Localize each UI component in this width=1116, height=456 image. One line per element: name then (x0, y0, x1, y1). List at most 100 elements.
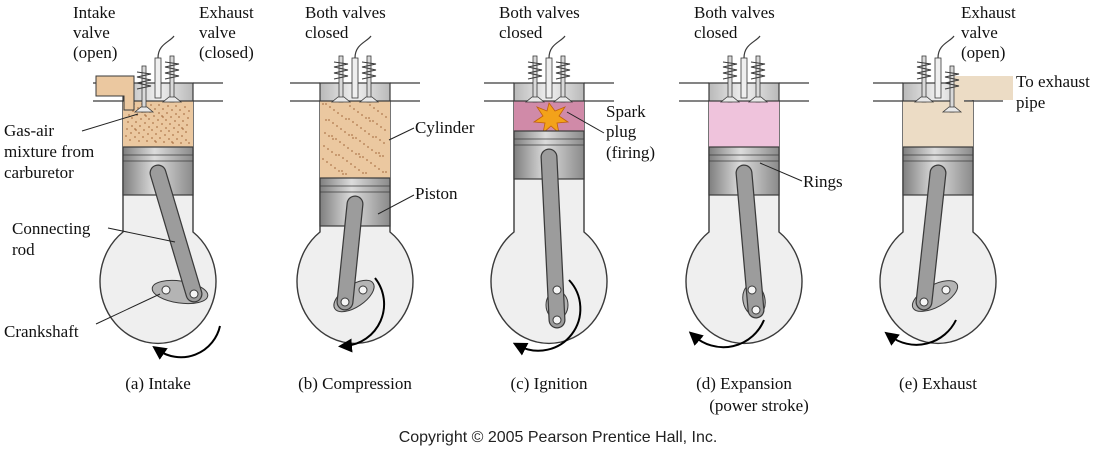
mixture-particle (166, 112, 168, 114)
mixture-particle (178, 124, 180, 126)
crankshaft-axis (358, 285, 368, 295)
mixture-particle (182, 120, 184, 122)
mixture-particle (332, 138, 334, 140)
annotations: Gas-air mixture from carburetor Connecti… (4, 72, 1090, 446)
crankshaft-axis (747, 285, 757, 295)
spark-plug-body (934, 57, 942, 99)
stage-header-line-3: (open) (961, 43, 1005, 62)
mixture-particle (156, 126, 158, 128)
stage-caption-line2: (power stroke) (709, 396, 809, 415)
mixture-particle (168, 138, 170, 140)
mixture-particle (185, 131, 187, 133)
mixture-particle (342, 173, 344, 175)
mixture-particle (378, 168, 380, 170)
mixture-particle (128, 114, 130, 116)
mixture-particle (161, 123, 163, 125)
label-connecting-rod-line1: Connecting (12, 219, 91, 238)
mixture-particle (140, 118, 142, 120)
mixture-particle (181, 127, 183, 129)
mixture-particle (134, 128, 136, 130)
rotation-arrow-path (152, 325, 221, 360)
valve-spring (333, 61, 349, 80)
mixture-particle (174, 120, 176, 122)
rotation-arrow-path (338, 277, 386, 353)
mixture-particle (165, 119, 167, 121)
stage-caption: (d) Expansion (696, 374, 792, 393)
crankshaft-axis (161, 285, 171, 295)
mixture-particle (146, 140, 148, 142)
mixture-particle (358, 169, 360, 171)
mixture-particle (154, 108, 156, 110)
spark-plug-wire (743, 35, 761, 59)
mixture-particle (364, 130, 366, 132)
label-cylinder: Cylinder (415, 118, 475, 137)
label-gas-air-line3: carburetor (4, 163, 74, 182)
crank-pin (340, 297, 350, 307)
stage-caption: (e) Exhaust (899, 374, 977, 393)
mixture-particle (179, 109, 181, 111)
mixture-particle (171, 141, 173, 143)
mixture-particle (360, 127, 362, 129)
mixture-particle (162, 108, 164, 110)
mixture-particle (368, 133, 370, 135)
label-spark-plug-line2: plug (606, 122, 637, 141)
connecting-rod (916, 165, 946, 310)
mixture-particle (382, 155, 384, 157)
mixture-particle (175, 105, 177, 107)
mixture-particle (132, 110, 134, 112)
mixture-particle (152, 122, 154, 124)
exhaust-valve (552, 55, 574, 103)
mixture-particle (168, 130, 170, 132)
mixture-particle (126, 128, 128, 130)
valve-spring (722, 61, 738, 80)
mixture-particle (188, 142, 190, 144)
mixture-particle (165, 127, 167, 129)
exhaust-valve (358, 55, 380, 103)
mixture-particle (335, 138, 337, 140)
intake-valve (913, 55, 935, 103)
connecting-rod (337, 196, 363, 310)
mixture-particle (326, 161, 328, 163)
mixture-particle (345, 118, 347, 120)
label-gas-air-line2: mixture from (4, 142, 94, 161)
mixture-particle (158, 112, 160, 114)
mixture-particle (177, 131, 179, 133)
mixture-particle (159, 137, 161, 139)
leader-gas-air (81, 113, 139, 132)
mixture-particle (184, 106, 186, 108)
exhaust-valve (747, 55, 769, 103)
rotation-arrow-path (688, 319, 765, 349)
spark-plug-icon (740, 35, 761, 99)
mixture-particle (129, 139, 131, 141)
mixture-particle (385, 171, 387, 173)
mixture-particle (157, 119, 159, 121)
label-to-exhaust-line1: To exhaust (1016, 72, 1090, 91)
mixture-particle (368, 117, 370, 119)
mixture-particle (347, 147, 349, 149)
mixture-particle (153, 115, 155, 117)
stage-header-line-2: valve (961, 23, 998, 42)
copyright-notice: Copyright © 2005 Pearson Prentice Hall, … (399, 429, 718, 446)
mixture-particle (385, 116, 387, 118)
mixture-particle (186, 124, 188, 126)
mixture-particle (322, 158, 324, 160)
mixture-particle (127, 121, 129, 123)
rotation-arrow-path (512, 279, 582, 356)
mixture-particle (144, 122, 146, 124)
mixture-particle (355, 153, 357, 155)
stage-header2-line-1: Exhaust (199, 3, 254, 22)
mixture-particle (358, 153, 360, 155)
mixture-particle (361, 114, 363, 116)
mixture-particle (362, 156, 364, 158)
intake-valve (524, 55, 546, 103)
mixture-particle (147, 133, 149, 135)
mixture-particle (324, 132, 326, 134)
combustion-chamber-gas (123, 101, 193, 147)
leader-crankshaft (95, 293, 161, 325)
mixture-particle (158, 104, 160, 106)
leader-piston (377, 194, 415, 215)
mixture-particle (173, 127, 175, 129)
mixture-particle (183, 113, 185, 115)
